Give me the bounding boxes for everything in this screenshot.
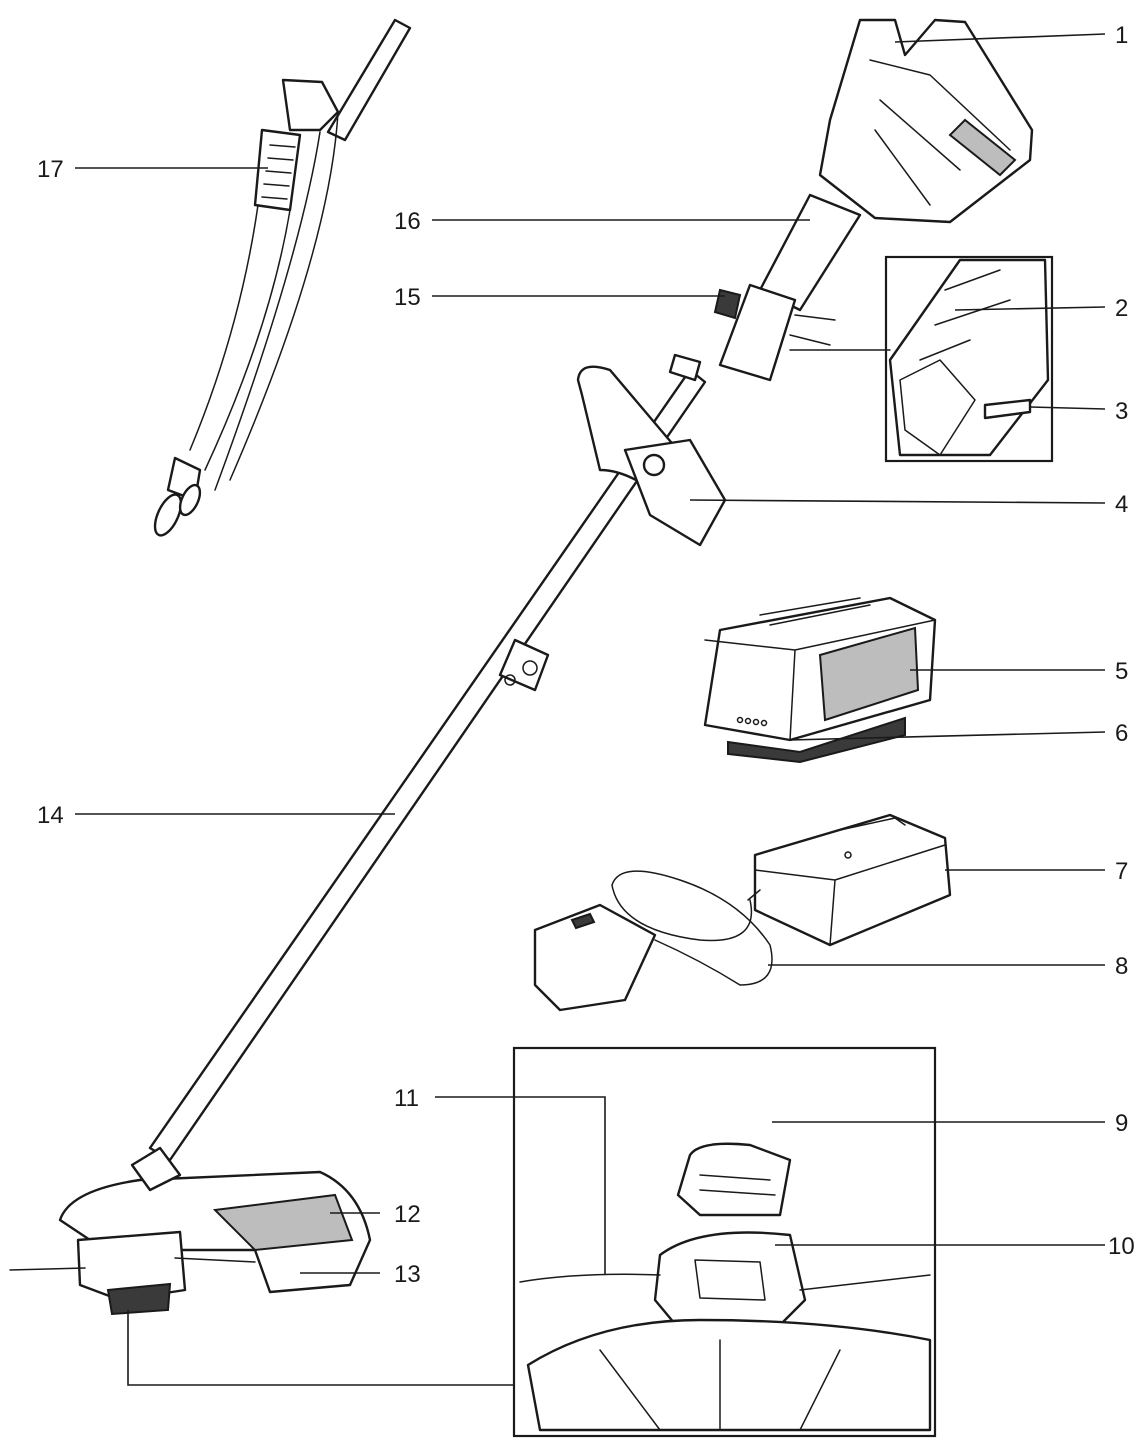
callout-13: 13 (394, 1261, 421, 1288)
callout-4: 4 (1115, 491, 1128, 518)
callout-9: 9 (1115, 1110, 1128, 1137)
trimmer-shaft-illustration (148, 368, 707, 1162)
power-adapter-and-cable-illustration (533, 870, 773, 1012)
front-handle-illustration (576, 365, 727, 547)
callout-3: 3 (1115, 398, 1128, 425)
leader-line-6 (789, 731, 1106, 741)
callout-12: 12 (394, 1201, 421, 1228)
leader-line-2 (954, 306, 1106, 311)
callout-2: 2 (1115, 295, 1128, 322)
callout-11: 11 (394, 1085, 419, 1112)
callout-17: 17 (37, 156, 64, 183)
callout-7: 7 (1115, 858, 1128, 885)
callout-5: 5 (1115, 658, 1128, 685)
head-to-detail-connector (127, 1310, 514, 1386)
leader-line-4 (689, 499, 1106, 504)
callout-14: 14 (37, 802, 64, 829)
charger-illustration (753, 813, 952, 947)
callout-6: 6 (1115, 720, 1128, 747)
callout-15: 15 (394, 284, 421, 311)
battery-pack-illustration (703, 596, 937, 764)
callout-8: 8 (1115, 953, 1128, 980)
shoulder-strap-illustration (153, 18, 412, 537)
trimmer-head-illustration (9, 1146, 372, 1316)
motor-housing-illustration (668, 18, 1034, 382)
leader-lines (75, 33, 1106, 1275)
callout-1: 1 (1115, 22, 1128, 49)
detail-box-spool (512, 1046, 937, 1438)
detail-box-handle-trigger (884, 255, 1054, 463)
leader-line-3 (1029, 406, 1106, 410)
callout-10: 10 (1108, 1233, 1135, 1260)
callout-labels: 1 2 3 4 5 6 7 8 9 10 11 12 13 14 15 16 1… (37, 22, 1135, 1288)
callout-16: 16 (394, 208, 421, 235)
leader-line-1 (894, 33, 1106, 43)
leader-line-11 (435, 1096, 606, 1275)
